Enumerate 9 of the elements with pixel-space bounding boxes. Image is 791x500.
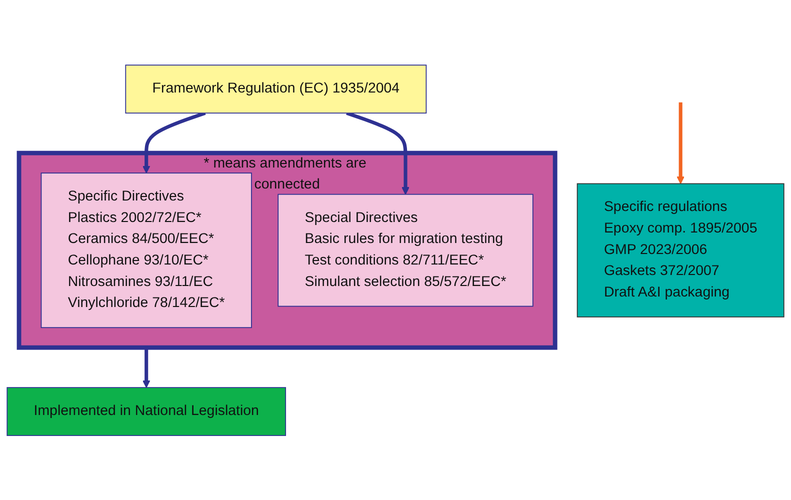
node-box: Implemented in National Legislation [6, 386, 286, 436]
arrow [142, 347, 150, 388]
arrow [346, 111, 410, 194]
arrow [676, 102, 684, 184]
node-box: Specific regulations Epoxy comp. 1895/2005 GMP 2023/2006 Gaskets 372/2007 Draft A&I packaging [576, 182, 784, 318]
node-box: Special Directives Basic rules for migration testing Test conditions 82/711/EEC* Simulant selection 85/572/EEC* [278, 194, 534, 306]
node-box: Framework Regulation (EC) 1935/2004 [125, 64, 427, 114]
arrow [142, 111, 206, 174]
node-box: Specific Directives Plastics 2002/72/EC* Ceramics 84/500/EEC* Cellophane 93/10/EC* Nitrosamines 93/11/EC Vinylchloride 78/142/EC* [40, 172, 252, 328]
